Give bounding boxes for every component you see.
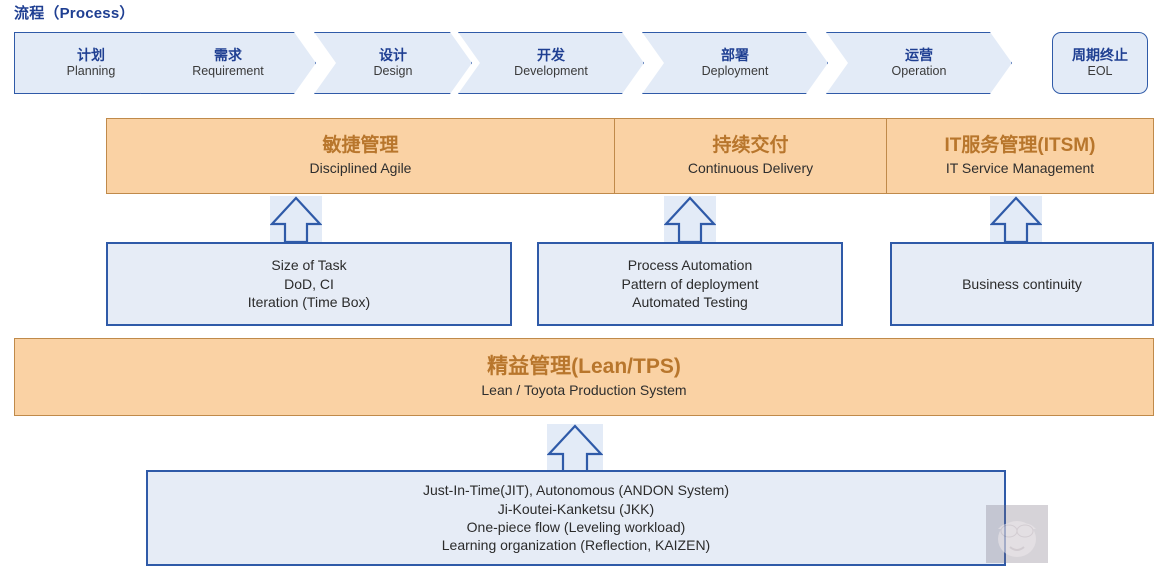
practice-segment-agile[interactable]: 敏捷管理 Disciplined Agile <box>107 119 614 193</box>
detail-box-text: Business continuity <box>962 275 1082 292</box>
segment-title-cn: IT服务管理(ITSM) <box>944 135 1096 157</box>
segment-title-en: Continuous Delivery <box>687 160 814 177</box>
lean-title-en: Lean / Toyota Production System <box>481 382 687 399</box>
segment-title-en: Disciplined Agile <box>309 160 412 177</box>
segment-title-cn: 持续交付 <box>712 135 789 157</box>
arrow-up-itsm <box>990 196 1042 244</box>
step-label-en: Deployment <box>701 63 769 78</box>
step-label-en: Operation <box>891 63 947 78</box>
step-label-cn: 周期终止 <box>1072 47 1128 64</box>
detail-box-itsm[interactable]: Business continuity <box>890 242 1154 326</box>
process-step-requirement[interactable]: 需求 Requirement <box>140 32 316 94</box>
arrow-up-continuous-delivery <box>664 196 716 244</box>
process-step-operation[interactable]: 运营 Operation <box>826 32 1012 94</box>
process-step-development[interactable]: 开发 Development <box>458 32 644 94</box>
process-step-eol[interactable]: 周期终止 EOL <box>1052 32 1148 94</box>
step-label-en: Requirement <box>192 63 264 78</box>
step-label-cn: 设计 <box>379 47 407 64</box>
step-label-en: Development <box>514 63 588 78</box>
lean-title-cn: 精益管理(Lean/TPS) <box>487 355 681 379</box>
step-label-cn: 部署 <box>721 47 749 64</box>
segment-title-cn: 敏捷管理 <box>322 135 399 157</box>
detail-box-text: Process Automation Pattern of deployment… <box>621 257 759 311</box>
practice-band: 敏捷管理 Disciplined Agile 持续交付 Continuous D… <box>106 118 1154 194</box>
detail-box-text: Size of Task DoD, CI Iteration (Time Box… <box>247 257 371 311</box>
detail-box-continuous-delivery[interactable]: Process Automation Pattern of deployment… <box>537 242 843 326</box>
step-label-cn: 需求 <box>214 47 242 64</box>
page-title: 流程（Process） <box>14 5 135 22</box>
detail-box-text: Just-In-Time(JIT), Autonomous (ANDON Sys… <box>423 482 729 554</box>
arrow-up-lean <box>547 424 603 474</box>
practice-segment-continuous-delivery[interactable]: 持续交付 Continuous Delivery <box>614 119 886 193</box>
segment-title-en: IT Service Management <box>945 160 1095 177</box>
step-label-en: EOL <box>1087 63 1113 78</box>
process-step-planning[interactable]: 计划 Planning <box>14 32 168 94</box>
practice-segment-itsm[interactable]: IT服务管理(ITSM) IT Service Management <box>886 119 1153 193</box>
lean-band[interactable]: 精益管理(Lean/TPS) Lean / Toyota Production … <box>14 338 1154 416</box>
step-label-en: Planning <box>66 63 116 78</box>
process-step-deployment[interactable]: 部署 Deployment <box>642 32 828 94</box>
step-label-cn: 开发 <box>537 47 565 64</box>
step-label-cn: 计划 <box>77 47 105 64</box>
arrow-up-agile <box>270 196 322 244</box>
step-label-en: Design <box>373 63 413 78</box>
lean-band-segment: 精益管理(Lean/TPS) Lean / Toyota Production … <box>15 339 1153 415</box>
detail-box-lean[interactable]: Just-In-Time(JIT), Autonomous (ANDON Sys… <box>146 470 1006 566</box>
detail-box-agile[interactable]: Size of Task DoD, CI Iteration (Time Box… <box>106 242 512 326</box>
process-step-design[interactable]: 设计 Design <box>314 32 472 94</box>
step-label-cn: 运营 <box>905 47 933 64</box>
